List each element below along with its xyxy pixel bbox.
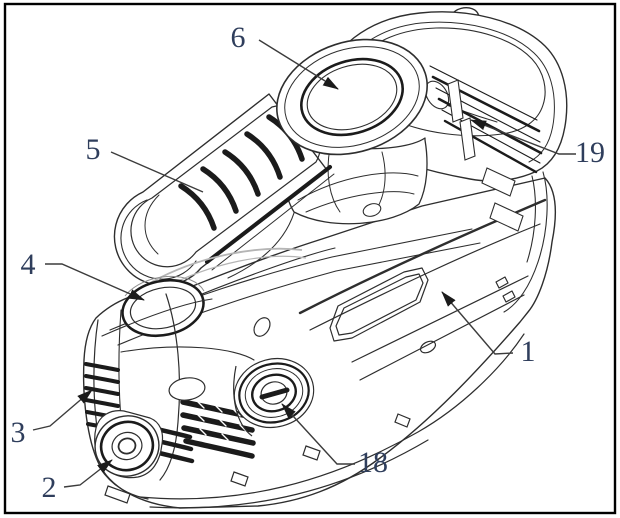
callout-label-2: 2 [41, 471, 57, 504]
vent-louvers [429, 65, 543, 232]
leader-1 [441, 291, 514, 355]
leader-5 [110, 151, 204, 193]
leader-4 [45, 263, 145, 301]
callout-label-5: 5 [85, 133, 101, 166]
callout-label-19: 19 [575, 136, 605, 169]
leader-6 [258, 39, 339, 90]
leader-2 [63, 459, 113, 488]
callout-label-3: 3 [10, 416, 26, 449]
callout-label-6: 6 [230, 21, 246, 54]
callout-label-1: 1 [520, 335, 536, 368]
callout-label-4: 4 [20, 248, 36, 281]
leader-18 [281, 403, 355, 465]
leader-19 [470, 119, 576, 155]
base-details [99, 333, 525, 509]
callout-label-18: 18 [358, 446, 388, 479]
front-emblem [168, 377, 206, 401]
machine-body [82, 177, 556, 509]
leader-3 [32, 389, 93, 431]
leader-lines [32, 39, 576, 488]
